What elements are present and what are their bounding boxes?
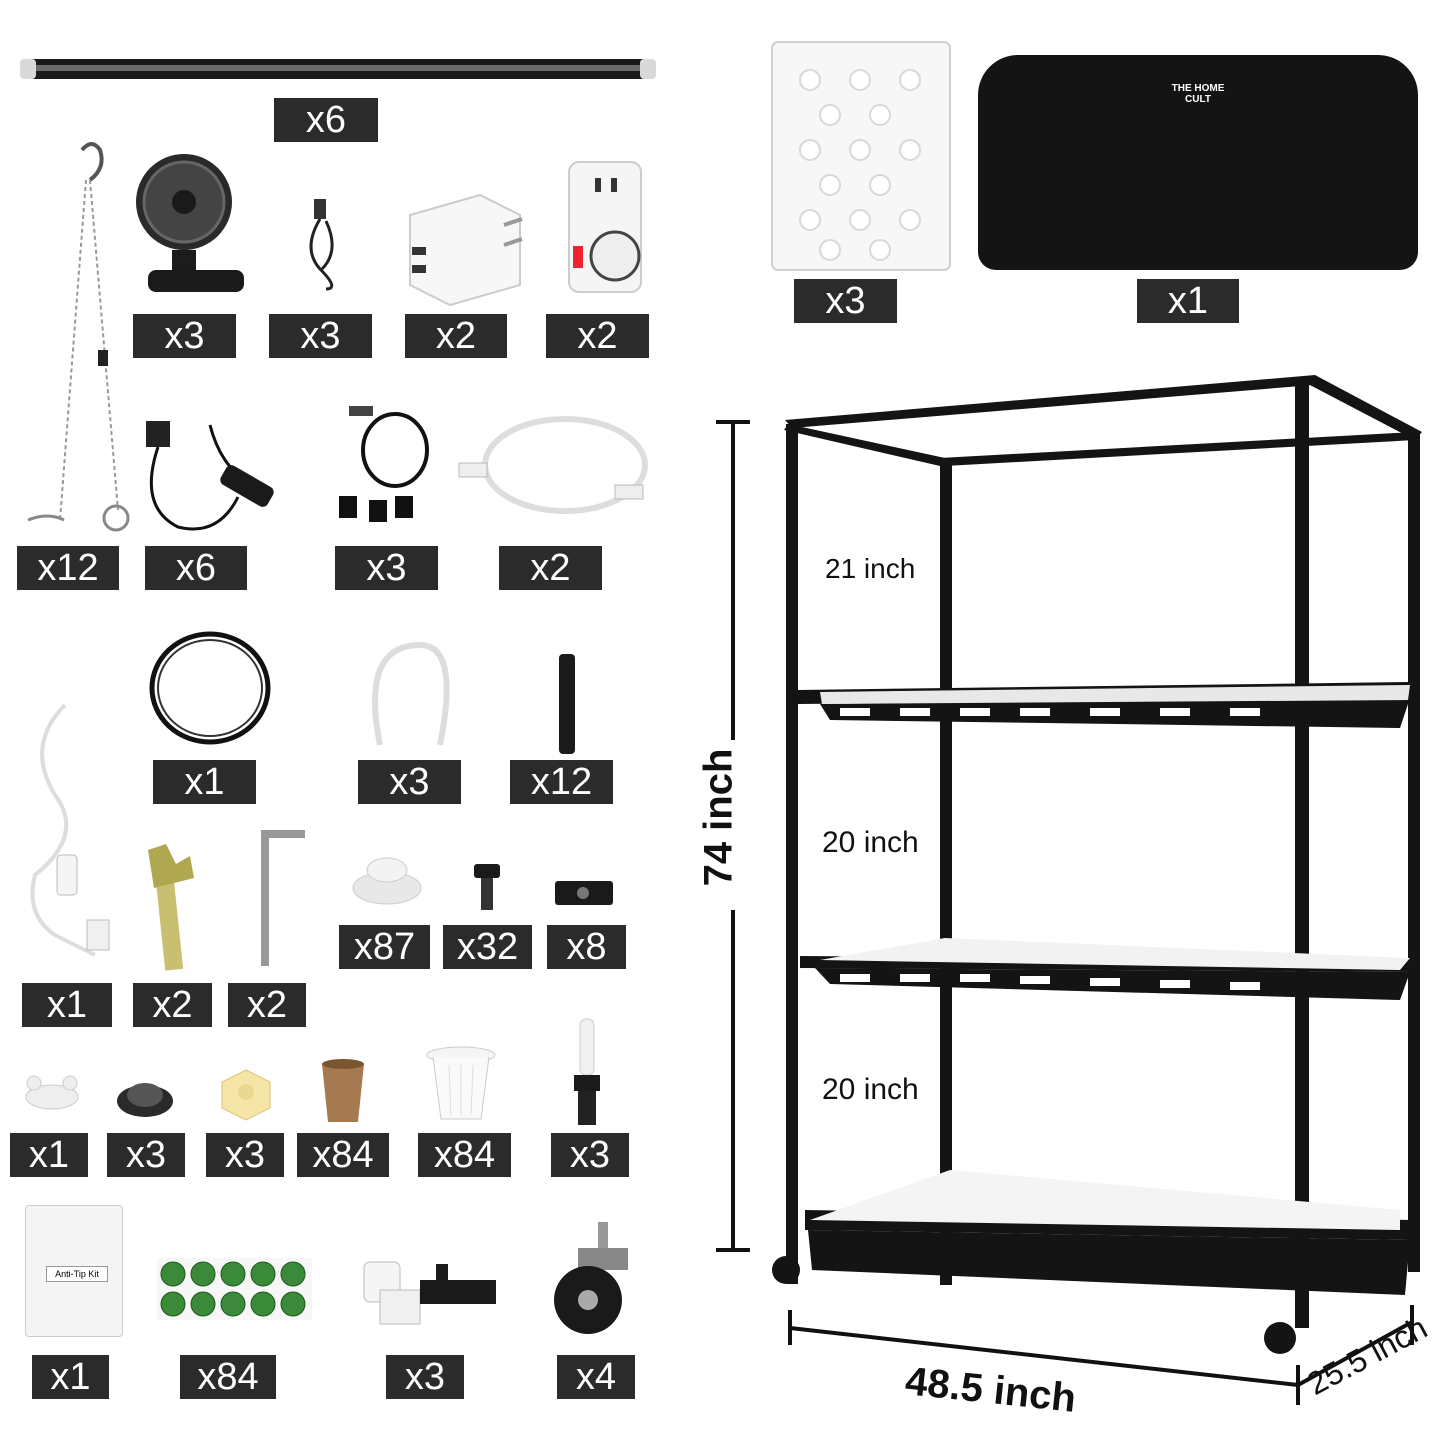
height-dimension: 74 inch bbox=[696, 748, 741, 887]
power-cord-icon bbox=[30, 703, 110, 957]
qty-wrench: x2 bbox=[133, 983, 212, 1027]
caster-wheel-icon bbox=[554, 1222, 628, 1334]
qty-plant-label-stickers: x84 bbox=[180, 1355, 276, 1399]
qty-light-clip: x8 bbox=[547, 925, 626, 969]
qty-short-link-cable: x3 bbox=[358, 760, 461, 804]
qty-power-cord: x1 bbox=[22, 983, 112, 1027]
qty-hex-key: x2 bbox=[228, 983, 306, 1027]
qty-link-cable: x2 bbox=[499, 546, 602, 590]
outlet-timer-icon bbox=[568, 161, 642, 293]
plant-label-stickers-icon bbox=[157, 1258, 312, 1320]
net-cup-icon bbox=[426, 1046, 496, 1120]
qty-usb-power-adapter: x2 bbox=[405, 314, 507, 358]
qty-hanging-chain: x12 bbox=[17, 546, 119, 590]
qty-net-cup: x84 bbox=[418, 1133, 511, 1177]
qty-tray-plate: x1 bbox=[10, 1133, 88, 1177]
qty-screw: x32 bbox=[443, 925, 532, 969]
qty-caster-wheel: x4 bbox=[557, 1355, 635, 1399]
filter-mesh-icon bbox=[117, 1083, 173, 1117]
fitting-nut-icon bbox=[221, 1069, 271, 1121]
screw-icon bbox=[474, 864, 500, 910]
planting-tray-lid-icon bbox=[771, 41, 951, 271]
middle-gap-dimension: 20 inch bbox=[822, 826, 919, 859]
link-cable-icon bbox=[458, 416, 648, 514]
qty-cable-strap: x12 bbox=[510, 760, 613, 804]
usb-splitter-icon bbox=[339, 406, 429, 522]
shelf-frame-icon bbox=[772, 375, 1422, 1354]
qty-led-grow-light-bar: x6 bbox=[274, 98, 378, 142]
qty-usb-cable: x3 bbox=[269, 314, 372, 358]
clip-fan-icon bbox=[136, 154, 244, 292]
qty-drain-valve: x3 bbox=[386, 1355, 464, 1399]
water-level-indicator-icon bbox=[574, 1018, 600, 1125]
qty-fitting-nut: x3 bbox=[206, 1133, 284, 1177]
usb-adapter-icon bbox=[409, 193, 523, 307]
qty-outlet-timer: x2 bbox=[546, 314, 649, 358]
dust-cover-icon: THE HOME CULT bbox=[978, 55, 1418, 270]
hanging-chain-icon bbox=[27, 142, 130, 532]
qty-light-switch-cable: x6 bbox=[145, 546, 247, 590]
black-tubing-icon bbox=[149, 631, 271, 745]
qty-peat-pellet: x84 bbox=[297, 1133, 389, 1177]
qty-water-level-indicator: x3 bbox=[551, 1133, 629, 1177]
wrench-icon bbox=[148, 844, 194, 971]
anti-tip-kit-label: Anti-Tip Kit bbox=[46, 1266, 108, 1282]
qty-planting-tray-lid: x3 bbox=[794, 279, 897, 323]
switch-cable-icon bbox=[146, 421, 274, 531]
cable-strap-icon bbox=[559, 654, 575, 754]
cover-logo: THE HOME CULT bbox=[1171, 83, 1225, 105]
qty-usb-splitter-cable: x3 bbox=[335, 546, 438, 590]
dimension-lines bbox=[716, 420, 1414, 1405]
peat-pellet-icon bbox=[322, 1059, 364, 1122]
qty-anti-tip-kit: x1 bbox=[32, 1355, 109, 1399]
qty-black-tubing: x1 bbox=[153, 760, 256, 804]
qty-clip-fan: x3 bbox=[133, 314, 236, 358]
light-clip-icon bbox=[555, 881, 613, 905]
qty-dust-cover: x1 bbox=[1137, 279, 1239, 323]
usb-cable-icon bbox=[309, 199, 334, 291]
drain-valve-icon bbox=[363, 1261, 496, 1325]
short-link-cable-icon bbox=[372, 641, 450, 746]
hole-plug-icon bbox=[352, 857, 422, 905]
hex-key-icon bbox=[261, 830, 305, 966]
tray-plate-icon bbox=[25, 1075, 79, 1110]
bottom-gap-dimension: 20 inch bbox=[822, 1073, 919, 1106]
anti-tip-kit-icon: Anti-Tip Kit bbox=[25, 1205, 123, 1337]
led-bar-icon bbox=[20, 59, 656, 79]
qty-hole-plug: x87 bbox=[339, 925, 430, 969]
top-gap-dimension: 21 inch bbox=[825, 553, 916, 584]
qty-filter-mesh: x3 bbox=[107, 1133, 185, 1177]
